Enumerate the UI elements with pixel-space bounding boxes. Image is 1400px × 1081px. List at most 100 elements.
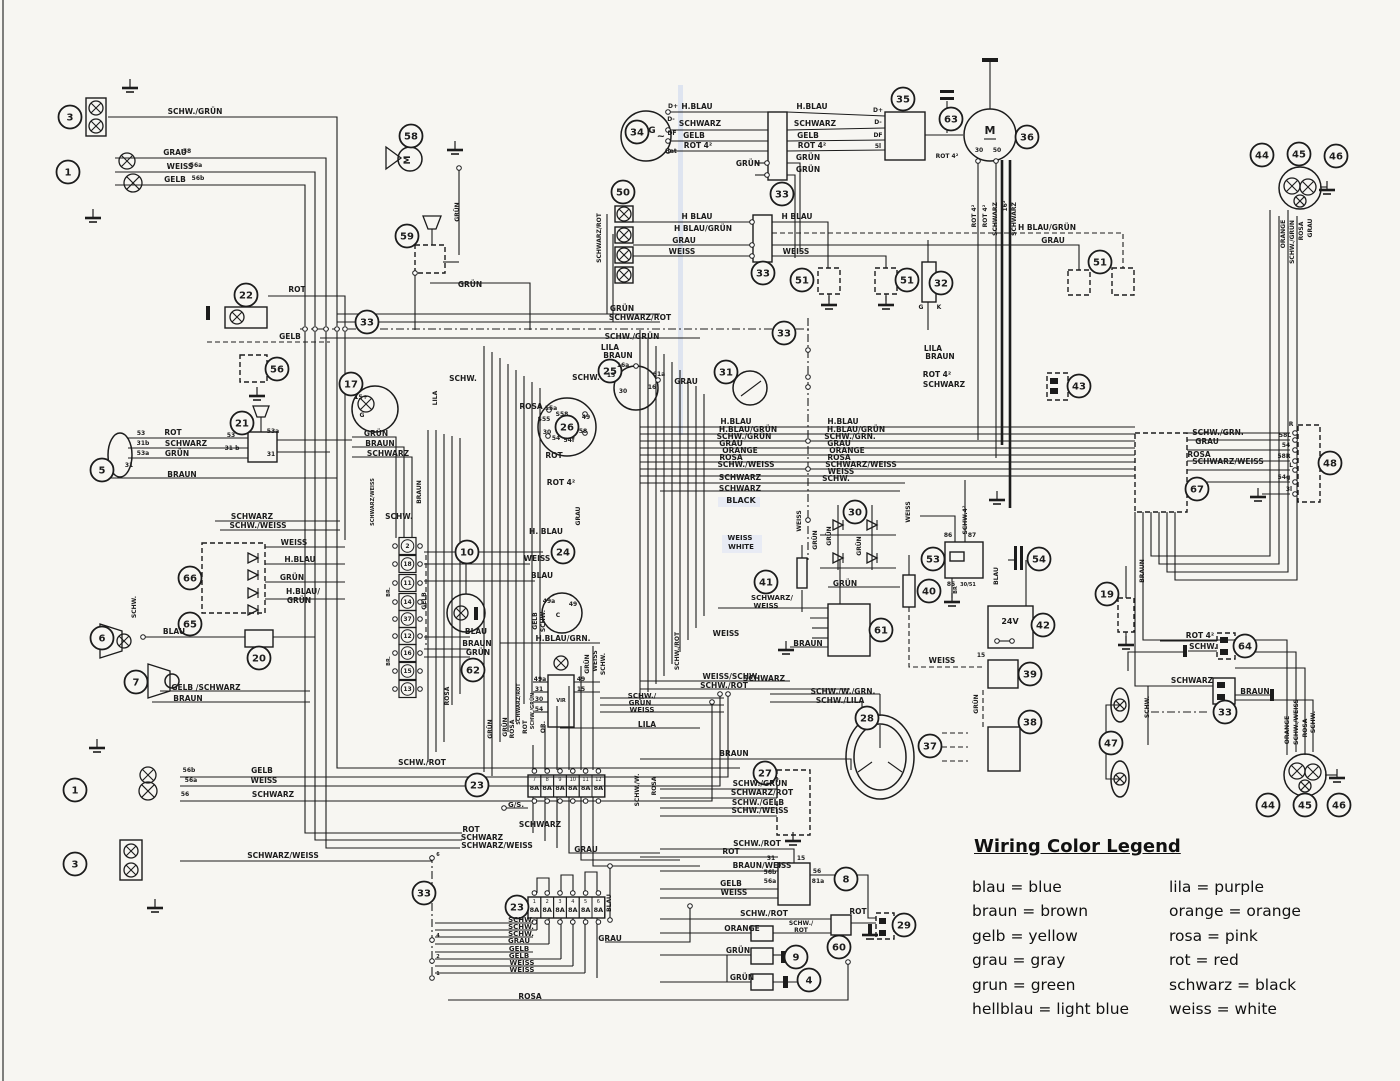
wire-label: ROT 4² [798, 141, 826, 150]
component-shape [832, 551, 845, 565]
component-number: 21 [235, 419, 249, 430]
wire-label: 31 [535, 686, 543, 693]
component-box [884, 111, 926, 161]
component-number: 33 [417, 889, 431, 900]
component-badge-7 [123, 669, 149, 695]
wire-label: ROT 4² [1186, 631, 1214, 640]
terminal-pin [1292, 491, 1298, 497]
wire-label: WEISS [669, 247, 696, 256]
wire-label: M [985, 124, 996, 137]
legend-item: blau = blue [972, 878, 1062, 896]
legend-item: grun = green [972, 975, 1076, 994]
wire [325, 332, 460, 849]
component-badge-1 [62, 777, 88, 803]
wire-label: SCHW. [385, 512, 413, 521]
lamp-icon [139, 766, 157, 784]
lamp-icon [125, 845, 137, 857]
wire-label: SCHWARZ/ [751, 594, 793, 602]
component-number: 33 [1218, 708, 1232, 719]
terminal-pin [975, 158, 981, 164]
terminal-pin [429, 958, 435, 964]
terminal-bar [1217, 694, 1225, 700]
component-badge-38 [1017, 709, 1043, 735]
fuse-number: 12 [595, 777, 601, 783]
wire-label: 53 [137, 430, 145, 437]
component-number: 61 [874, 626, 888, 637]
terminal-bar [1220, 637, 1228, 643]
wire [660, 848, 795, 863]
wire-label: 30 [535, 696, 543, 703]
component-number: 50 [616, 188, 630, 199]
wire-label: H. BLAU [529, 527, 563, 536]
component-number: 6 [99, 634, 106, 645]
fuse-rating: 8A [542, 784, 552, 792]
component-badge-50 [610, 179, 636, 205]
component-badge-51 [894, 267, 920, 293]
wire-label: BLAU [606, 894, 613, 912]
component-badge-62 [460, 657, 486, 683]
wire-label: SCHWARZ [719, 473, 762, 482]
component-shape [422, 215, 442, 230]
wire-label: GRÜN [796, 153, 820, 162]
lamp-icon [357, 395, 375, 413]
lamp-icon [555, 657, 567, 669]
terminal-pin [417, 650, 423, 656]
wire-label: ROT [722, 847, 740, 856]
component-ellipse [1110, 760, 1130, 798]
terminal-pin [805, 384, 811, 390]
terminal-pin [764, 160, 770, 166]
terminal-pin [456, 165, 462, 171]
wire-label: WEISS [796, 510, 803, 531]
wire-label: 31b [137, 440, 150, 447]
wire-label: BRAUN [173, 694, 202, 703]
wire-label: SCHW./ [789, 920, 814, 927]
lamp-icon [88, 100, 104, 116]
fuse [591, 774, 606, 798]
wire-label: SCHWARZ [743, 674, 786, 683]
component-badge-33 [750, 260, 776, 286]
wire-label: 49 [569, 601, 577, 608]
terminal-pin [392, 616, 398, 622]
wire-label: WEISS [167, 162, 194, 171]
wire-label: 53 [227, 432, 235, 439]
terminal-pin [1009, 638, 1015, 644]
wire-label: LILA [601, 343, 619, 352]
wire-label: GRÜN [629, 698, 652, 707]
component-box [817, 267, 841, 295]
terminal-pin [557, 919, 563, 925]
wire-label: 30 [543, 429, 551, 436]
wire-label: SCHWARZ [231, 512, 274, 521]
component-number: 28 [860, 714, 874, 725]
component-number: 34 [630, 128, 644, 139]
terminal-bar [879, 918, 886, 924]
terminal-pin [334, 326, 340, 332]
component-box [987, 726, 1021, 772]
terminal-pin [417, 686, 423, 692]
wire-label: WEISS [929, 656, 956, 665]
wire [115, 184, 306, 326]
terminal-pin [417, 633, 423, 639]
component-number: 32 [934, 279, 948, 290]
component-badge-51 [789, 267, 815, 293]
wire-label: 56 [181, 791, 189, 798]
component-circle [537, 397, 597, 457]
lamp-icon [1115, 700, 1125, 710]
wire-label: 56b [764, 869, 777, 876]
terminal-pin [417, 580, 423, 586]
wire-label: K [937, 304, 942, 311]
component-number: 43 [1072, 382, 1086, 393]
component-badge-46 [1326, 792, 1352, 818]
wire-label: ROSA [1187, 450, 1211, 459]
lamp-icon [90, 120, 102, 132]
fuse-number: 18 [403, 561, 411, 568]
fuse [398, 661, 417, 681]
wire [640, 758, 852, 770]
wire [1174, 216, 1298, 581]
component-number: 39 [1023, 670, 1037, 681]
wire-label: GELB [421, 592, 428, 610]
wire-label: WEISS [281, 538, 308, 547]
component-number: 33 [756, 269, 770, 280]
terminal-pin [595, 890, 602, 896]
wire-label: H.BLAU [720, 417, 751, 426]
